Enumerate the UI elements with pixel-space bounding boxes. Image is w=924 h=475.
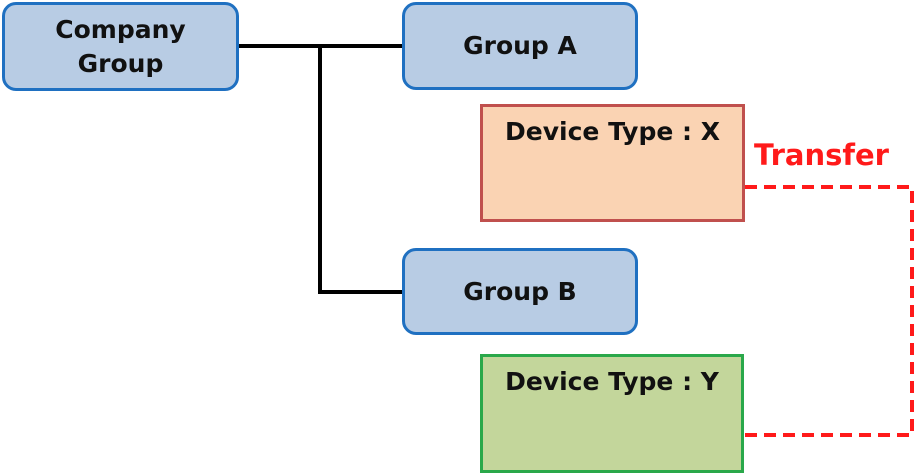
device-type-x-box: Device Type : X: [480, 104, 745, 222]
group-a-node: Group A: [402, 2, 638, 90]
tree-connector: [239, 44, 402, 294]
device-type-y-label: Device Type : Y: [505, 367, 719, 396]
transfer-label: Transfer: [754, 138, 889, 172]
company-group-label: Company Group: [55, 14, 186, 78]
device-type-y-box: Device Type : Y: [480, 354, 744, 473]
group-a-label: Group A: [463, 31, 577, 60]
device-type-x-label: Device Type : X: [505, 117, 720, 146]
group-b-node: Group B: [402, 248, 638, 335]
transfer-arrow-line: [688, 185, 914, 437]
company-group-node: Company Group: [2, 2, 239, 91]
group-b-label: Group B: [463, 276, 577, 306]
